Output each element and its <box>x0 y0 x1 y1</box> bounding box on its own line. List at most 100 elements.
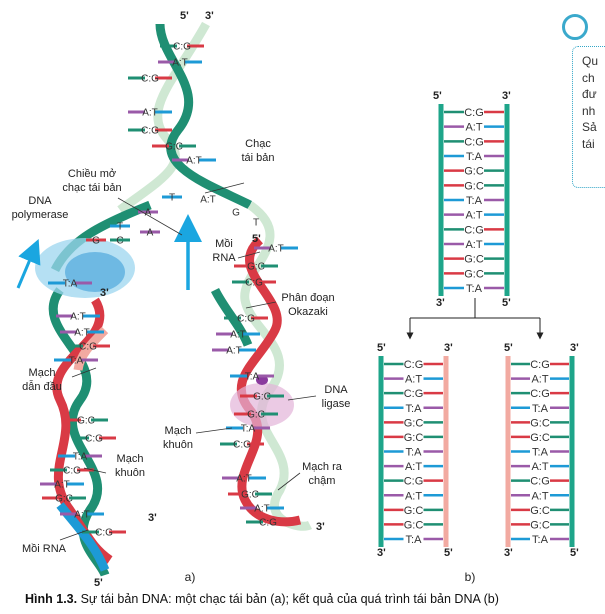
label-chac-1: Chạc <box>245 138 271 150</box>
ladder-base-pair: A:T <box>465 239 482 251</box>
child1-top-3: 3' <box>444 342 453 354</box>
fork-base-right: G <box>232 208 240 219</box>
note-line: đư <box>582 87 597 101</box>
fork-base: A <box>147 228 154 239</box>
fork-base-right: T <box>253 218 259 229</box>
parent-bottom-5: 5' <box>502 297 511 309</box>
note-line: Sả <box>582 120 597 134</box>
ladder-base-pair: A:T <box>531 374 548 386</box>
left-base-pair: A:T <box>74 510 90 521</box>
ladder-base-pair: G:C <box>404 417 424 429</box>
note-line: nh <box>582 103 596 118</box>
child2-top-3: 3' <box>570 342 579 354</box>
panel-a-base-pairs: C:GA:TC:GA:TC:GG:CA:TATCAGTA:TGTT:AA:TA:… <box>40 42 298 539</box>
ladder-base-pair: G:C <box>404 505 424 517</box>
right-base-pair: A:T <box>254 504 270 515</box>
ladder-base-pair: A:T <box>405 490 422 502</box>
ladder-base-pair: C:G <box>464 107 484 119</box>
label-khuon-left-1: Mạch <box>117 453 144 465</box>
caption-text: Sự tái bản DNA: một chạc tái bản (a); kế… <box>77 592 499 606</box>
top-5-end: 5' <box>180 10 189 22</box>
leading-direction-arrow <box>16 238 41 289</box>
ladder-base-pair: C:G <box>464 136 484 148</box>
child1-bottom-5: 5' <box>444 547 453 559</box>
ladder-base-pair: C:G <box>464 224 484 236</box>
ladder-base-pair: G:C <box>530 505 550 517</box>
child2-top-5: 5' <box>504 342 513 354</box>
pointer-moi-rna-bottom <box>59 529 89 541</box>
ladder-base-pair: T:A <box>466 195 483 207</box>
top-base-pair: G:C <box>165 142 183 153</box>
label-khuon-right-2: khuôn <box>163 439 193 451</box>
ladder-base-pair: C:G <box>404 476 424 488</box>
parent-dna-ladder: C:GA:TC:GT:AG:CG:CT:AA:TC:GA:TG:CG:CT:A <box>438 104 510 296</box>
label-moi-rna-bottom: Mồi RNA <box>22 543 67 555</box>
split-connector <box>410 298 540 319</box>
ladder-base-pair: T:A <box>406 447 423 459</box>
left-base-pair: C:G <box>79 342 97 353</box>
panel-a-replication-fork: C:GA:TC:GA:TC:GG:CA:TATCAGTA:TGTT:AA:TA:… <box>12 10 351 589</box>
left-rna-primer <box>56 502 110 572</box>
ladder-base-pair: G:C <box>530 519 550 531</box>
child2-bottom-3: 3' <box>504 547 513 559</box>
label-okazaki-2: Okazaki <box>288 306 328 318</box>
label-dan-dau-2: dẫn đầu <box>22 380 62 393</box>
label-polymerase-1: DNA <box>28 195 52 207</box>
sublabel-b: b) <box>465 570 476 584</box>
fork-base: C <box>116 236 123 247</box>
label-ligase-1: DNA <box>324 384 348 396</box>
left-base-pair: A:T <box>54 480 70 491</box>
ladder-base-pair: C:G <box>530 476 550 488</box>
label-moi-rna-2: RNA <box>212 252 236 264</box>
dna-ligase-blob <box>230 383 294 427</box>
pointer-ra-cham <box>277 472 301 491</box>
parent-top-5: 5' <box>433 90 442 102</box>
left-base-pair: A:T <box>74 328 90 339</box>
right-top-5-end: 5' <box>252 233 261 245</box>
pointer-chac <box>204 182 245 194</box>
label-ligase-2: ligase <box>322 398 351 410</box>
right-base-pair: A:T <box>230 330 246 341</box>
right-base-pair: G:C <box>247 262 265 273</box>
pointer-moi-rna <box>237 251 261 259</box>
label-chac-2: tái bản <box>241 152 274 164</box>
daughter-dna-ladder-2: C:GA:TC:GT:AG:CG:CT:AA:TC:GA:TG:CG:CT:A <box>505 356 575 547</box>
fork-base: G <box>92 236 100 247</box>
note-line: Qu <box>582 54 599 68</box>
ladder-base-pair: C:G <box>404 359 424 371</box>
right-base-pair: G:C <box>247 410 265 421</box>
label-okazaki-1: Phân đoạn <box>281 292 334 304</box>
ladder-base-pair: C:G <box>404 388 424 400</box>
top-helix-green-strand <box>155 23 253 210</box>
ladder-base-pair: T:A <box>532 534 549 546</box>
ladder-base-pair: G:C <box>530 417 550 429</box>
right-base-pair: C:G <box>237 314 255 325</box>
ladder-base-pair: T:A <box>466 151 483 163</box>
note-line: ch <box>582 70 595 85</box>
label-polymerase-2: polymerase <box>12 209 69 221</box>
child2-bottom-5: 5' <box>570 547 579 559</box>
label-chieu-mo-1: Chiều mở <box>68 168 116 180</box>
left-3-end: 3' <box>100 287 109 299</box>
left-base-pair: A:T <box>70 312 86 323</box>
label-ra-cham-1: Mạch ra <box>302 461 343 473</box>
ladder-base-pair: G:C <box>464 166 484 178</box>
side-note-box: Qu ch đư nh Sả tái <box>572 46 605 188</box>
pointer-khuon-right <box>195 427 233 434</box>
child1-top-5: 5' <box>377 342 386 354</box>
pointer-dan-dau <box>71 367 97 378</box>
top-base-pair: A:T <box>142 108 158 119</box>
left-base-pair: C:G <box>85 434 103 445</box>
ladder-base-pair: A:T <box>531 490 548 502</box>
ladder-base-pair: T:A <box>532 403 549 415</box>
caption-prefix: Hình 1.3. <box>25 592 77 606</box>
right-bottom-3-end: 3' <box>316 521 325 533</box>
left-bottom-3-end: 3' <box>148 512 157 524</box>
child1-bottom-3: 3' <box>377 547 386 559</box>
right-base-pair: C:G <box>245 278 263 289</box>
fork-base: T <box>169 193 175 204</box>
ladder-base-pair: G:C <box>530 432 550 444</box>
right-base-pair: G:C <box>241 490 259 501</box>
right-base-pair: G:C <box>253 392 271 403</box>
left-base-pair: C:G <box>95 528 113 539</box>
